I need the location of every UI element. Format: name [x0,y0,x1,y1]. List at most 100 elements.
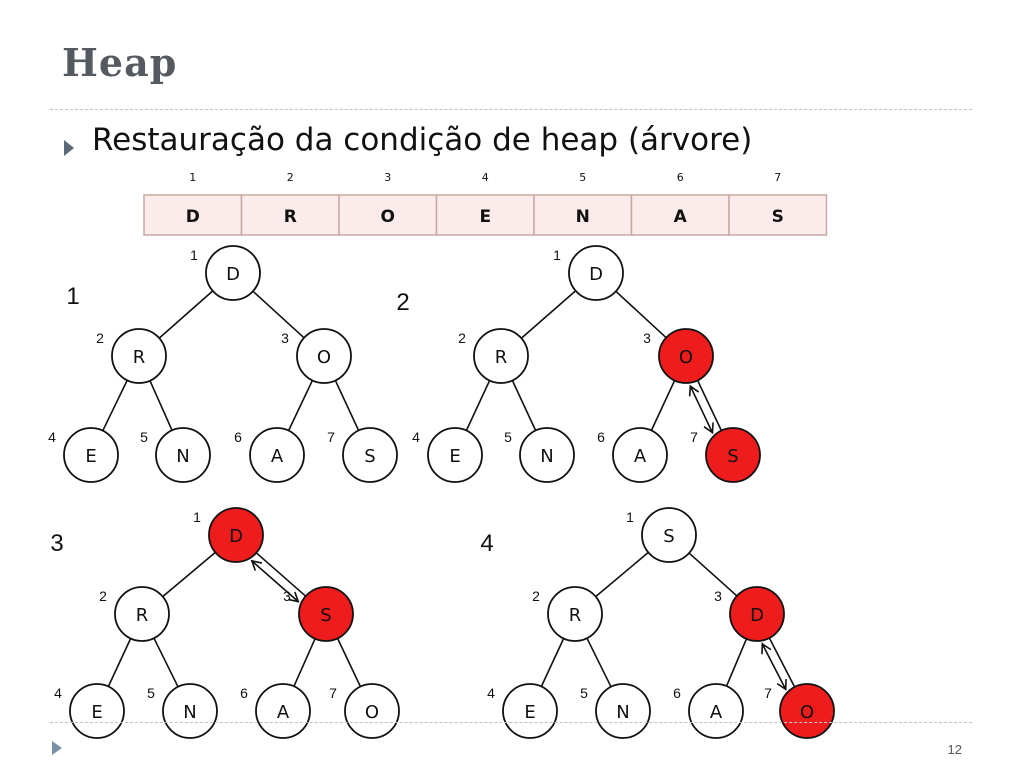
tree-node-index: 1 [193,509,201,525]
tree-node-index: 4 [412,429,420,445]
tree-node-index: 7 [690,429,698,445]
tree-node-index: 1 [190,247,198,263]
tree-step-label: 1 [66,283,79,310]
tree-node-label: O [317,347,331,368]
tree-edge [615,290,667,339]
swap-arrow-head-icon [761,642,772,655]
tree-node-label: R [133,347,146,368]
tree-node-index: 7 [764,685,772,701]
array-cell-value: S [772,207,784,227]
tree-node [427,427,483,483]
tree-node-label: R [136,605,149,626]
tree-node-label: D [750,605,764,626]
tree-node [779,683,835,739]
swap-arrow-head-icon [703,422,714,435]
array-cell-value: D [186,207,200,227]
tree-edge [650,380,676,431]
tree-node [547,586,603,642]
tree-node-label: R [495,347,508,368]
tree-node [63,427,119,483]
tree-node-index: 4 [487,685,495,701]
tree-node-label: N [540,446,553,467]
tree-node-label: D [229,526,243,547]
tree-edge [102,379,128,432]
array-index: 3 [384,171,391,184]
tree-edge [287,380,314,431]
tree-node [155,427,211,483]
tree-node-index: 3 [281,330,289,346]
tree-node-index: 1 [626,509,634,525]
tree-node-index: 2 [532,588,540,604]
tree-node [296,328,352,384]
tree-node [344,683,400,739]
slide-title: Heap [62,40,178,85]
array-index: 6 [677,171,684,184]
tree-node [205,245,261,301]
array-index: 1 [189,171,196,184]
tree-edge [586,637,612,688]
tree-node-index: 7 [327,429,335,445]
page-number: 12 [947,742,962,757]
swap-arrow [251,560,299,603]
tree-node [298,586,354,642]
bullet-text: Restauração da condição de heap (árvore) [92,122,753,158]
tree-node-index: 6 [597,429,605,445]
tree-node [111,328,167,384]
tree-edge [465,380,491,431]
tree-node-index: 3 [643,330,651,346]
tree-node-label: S [663,526,674,547]
tree-edge [595,551,649,598]
tree-node-index: 4 [54,685,62,701]
tree-node-index: 5 [147,685,155,701]
tree-node-index: 5 [140,429,148,445]
array-cell-value: A [674,207,688,227]
array-cell [240,194,340,236]
tree-node-label: E [85,446,96,467]
array-cell [533,194,633,236]
array-cell-value: R [284,207,297,227]
tree-node-index: 5 [580,685,588,701]
tree-node-label: O [679,347,693,368]
tree-node [519,427,575,483]
tree-edge [696,380,723,431]
footer-separator [50,722,972,723]
array-cell-value: E [479,207,491,227]
array-cell-value: N [576,207,590,227]
tree-node-index: 6 [240,685,248,701]
tree-edge [158,290,214,339]
tree-node [688,683,744,739]
tree-node-label: S [364,446,375,467]
tree-node-label: A [710,702,723,723]
tree-node-label: N [176,446,189,467]
swap-arrow-head-icon [288,591,300,603]
tree-node [612,427,668,483]
tree-node-index: 1 [553,247,561,263]
tree-node-label: S [320,605,331,626]
tree-edge [293,638,316,687]
tree-edge [336,638,362,687]
tree-node-label: E [524,702,535,723]
array-cell-value: O [381,207,395,227]
footer-arrow-icon [52,741,62,755]
swap-arrow-head-icon [688,384,700,397]
tree-node-label: D [226,264,240,285]
tree-node [729,586,785,642]
tree-node [595,683,651,739]
tree-node-label: N [183,702,196,723]
tree-node-label: E [91,702,102,723]
tree-step-label: 3 [50,530,63,557]
tree-node-label: E [449,446,460,467]
tree-node-label: D [589,264,603,285]
tree-node [658,328,714,384]
title-separator [50,109,972,110]
tree-node [69,683,125,739]
tree-node-index: 2 [96,330,104,346]
tree-edge [162,551,216,598]
tree-node-label: S [727,446,738,467]
tree-node-label: R [569,605,582,626]
tree-edge [768,637,796,688]
tree-node-index: 6 [234,429,242,445]
